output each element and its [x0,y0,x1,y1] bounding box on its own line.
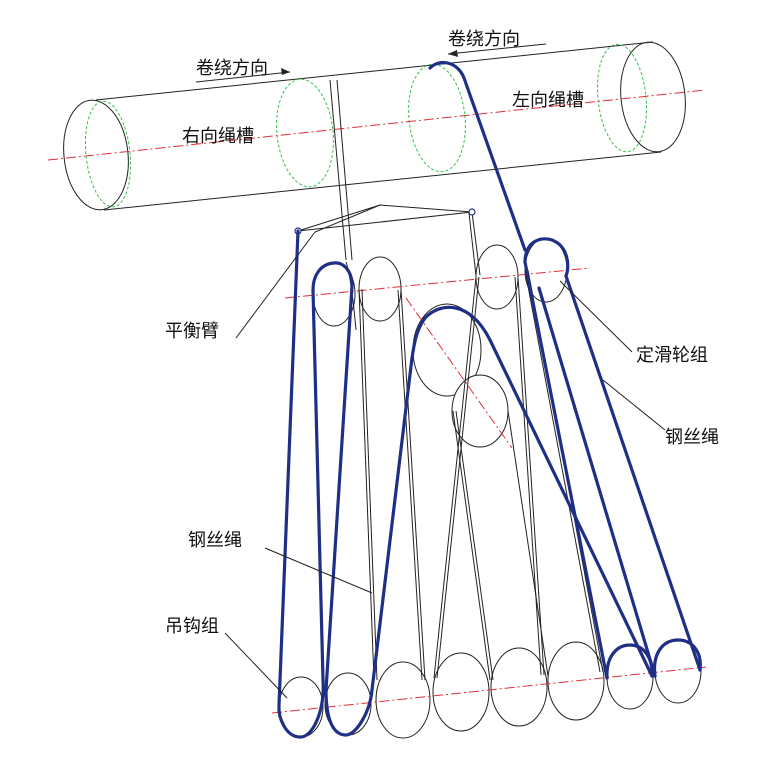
leader-lines [224,204,666,699]
wire-rope-right-leader [602,379,666,431]
drum-bottom-edge [103,151,662,211]
hook-pulley-6 [547,641,605,721]
right-groove-label: 右向绳槽 [182,126,254,147]
wire-rope-label-left: 钢丝绳 [188,530,242,551]
winding-direction-arrow-right [447,43,547,57]
fixed-pulley-4 [451,374,509,448]
winding-direction-arrow-left [195,68,291,83]
balance-arm-label: 平衡臂 [165,321,219,342]
drum-left-end [63,99,129,211]
hook-pulley-group [271,638,707,739]
drum-center-line [47,89,706,161]
hook-group-leader [224,632,288,699]
drum-top-edge [95,41,654,101]
hook-pulley-4 [432,652,490,732]
balance-arm-pin-right [468,208,476,216]
drum-right-end [620,41,686,153]
left-groove-ring [408,63,466,173]
highlighted-wire-rope [277,60,702,739]
left-groove-label: 左向绳槽 [512,90,584,111]
balance-arm-leader [235,204,381,339]
winding-drum [47,41,706,211]
fixed-pulley-group-label: 定滑轮组 [636,345,708,366]
winding-direction-label-right: 卷绕方向 [448,29,520,50]
fixed-pulley-group [284,237,591,449]
fixed-pulley-group-leader [559,280,633,353]
right-end-groove [596,43,648,153]
hook-group-label: 吊钩组 [165,616,219,637]
fixed-pulley-5 [475,244,519,310]
winding-direction-label-left: 卷绕方向 [196,58,268,79]
wire-rope-left-leader [264,547,373,594]
wire-rope-label-right: 钢丝绳 [665,427,719,448]
hook-pulley-3 [375,661,431,739]
inclined-pulley-center-line [405,297,513,449]
hook-center-line [271,666,707,714]
fixed-pulley-center-line [284,267,591,299]
balance-arm [294,204,476,235]
